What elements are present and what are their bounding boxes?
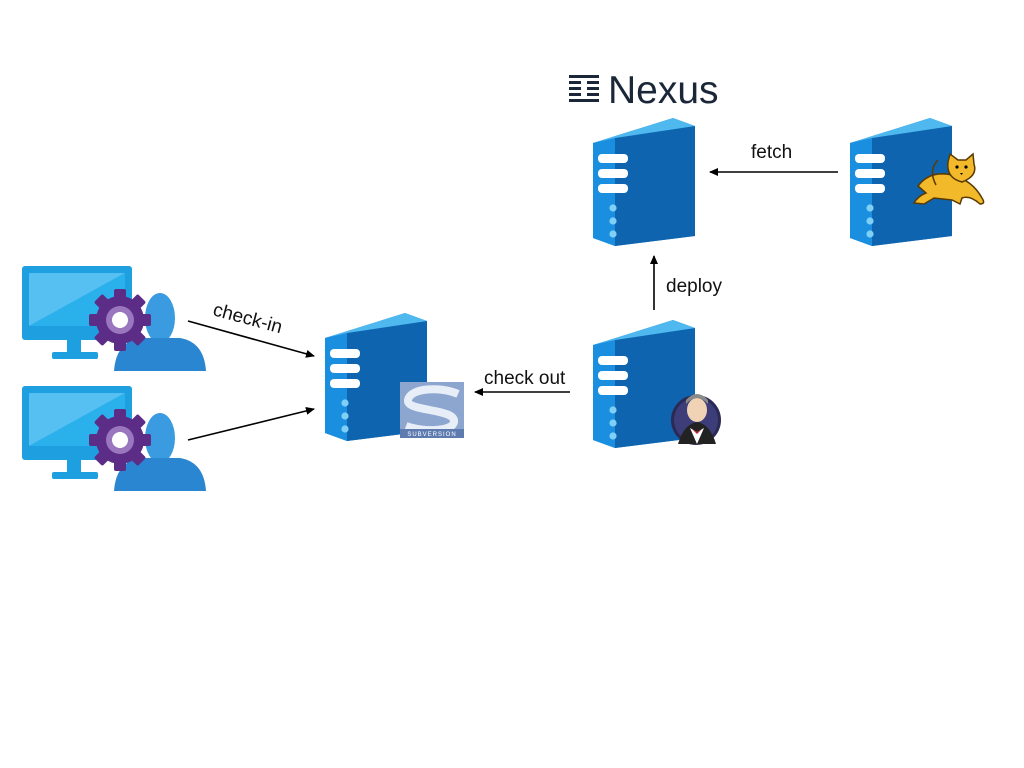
nexus-server-icon [593, 118, 695, 246]
developer-workstation-icon [22, 386, 206, 491]
nexus-logo-text: Nexus [608, 69, 719, 112]
nexus-logo-icon [569, 75, 599, 102]
tomcat-logo-icon [912, 152, 985, 206]
check-in-arrow [187, 320, 315, 358]
jenkins-logo-icon [671, 394, 721, 445]
check-out-label: check out [484, 368, 566, 389]
deploy-label: deploy [666, 276, 722, 297]
subversion-logo-icon: SUBVERSION [400, 382, 464, 438]
check-in-arrow [187, 407, 315, 441]
developer-workstation-icon [22, 266, 206, 371]
check-in-label: check-in [211, 300, 285, 339]
subversion-logo-text: SUBVERSION [407, 432, 456, 438]
fetch-label: fetch [751, 142, 792, 163]
